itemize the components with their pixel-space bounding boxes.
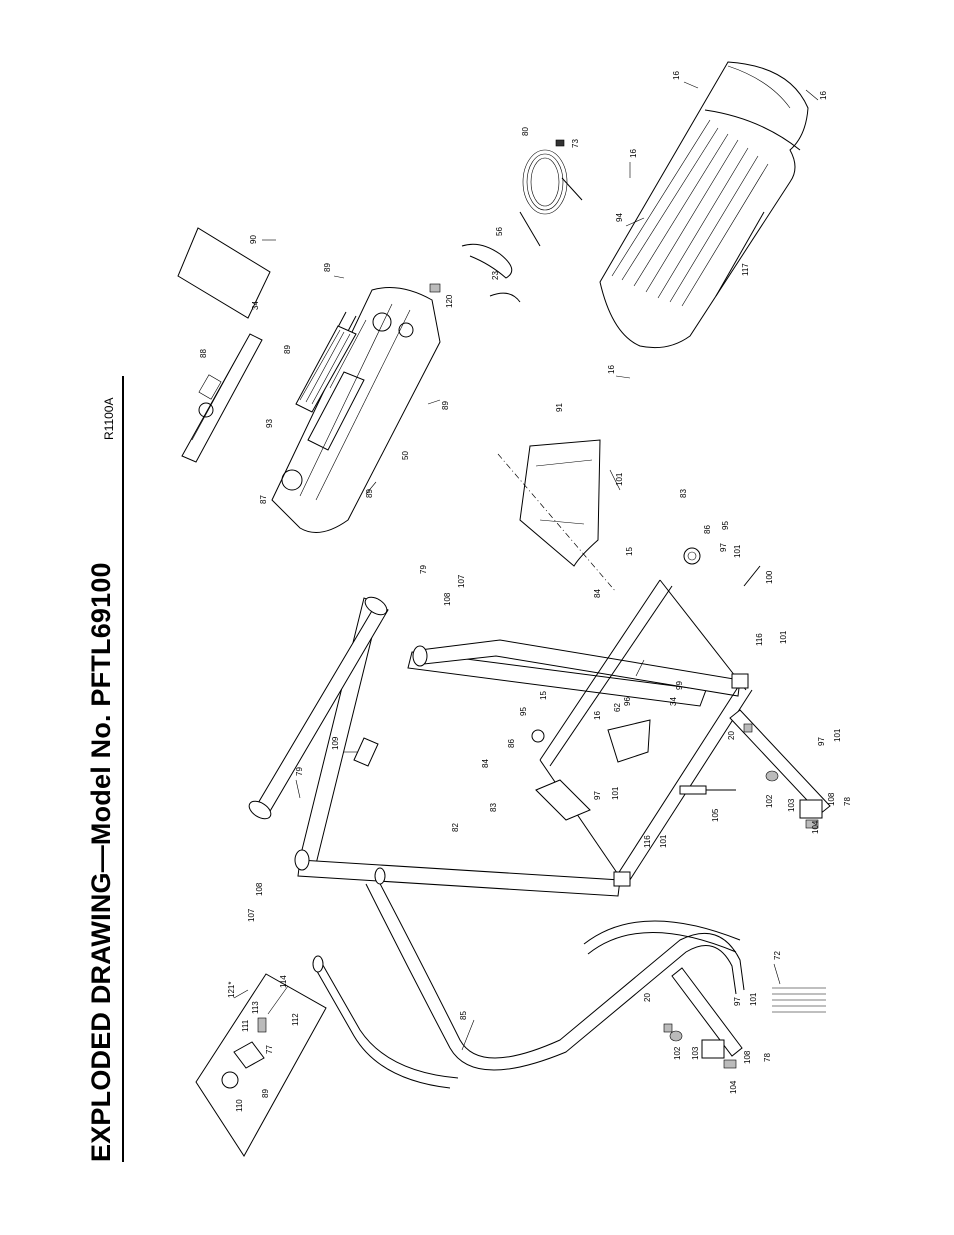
- callout-79: 79: [419, 565, 428, 574]
- callout-99: 99: [675, 681, 684, 690]
- callout-111: 111: [241, 1019, 250, 1032]
- callout-96: 96: [623, 697, 632, 706]
- callout-89: 89: [283, 345, 292, 354]
- callout-121-star: 121*: [227, 982, 236, 998]
- callout-16: 16: [629, 149, 638, 158]
- callout-95: 95: [519, 707, 528, 716]
- callout-108: 108: [743, 1050, 752, 1064]
- title-rule: [122, 376, 124, 1162]
- callout-95: 95: [721, 521, 730, 530]
- callout-16: 16: [819, 91, 828, 100]
- callout-89: 89: [441, 401, 450, 410]
- callout-109: 109: [331, 736, 340, 750]
- callout-86: 86: [703, 525, 712, 534]
- console-assembly-part: [177, 227, 441, 533]
- callout-120: 120: [445, 294, 454, 308]
- callout-97: 97: [733, 997, 742, 1006]
- leader-lines: [233, 81, 819, 1051]
- callout-88: 88: [199, 349, 208, 358]
- callout-101: 101: [733, 544, 742, 558]
- callout-80: 80: [521, 127, 530, 136]
- callout-15: 15: [625, 547, 634, 556]
- callout-117: 117: [741, 263, 750, 276]
- callout-101: 101: [749, 992, 758, 1006]
- callout-16: 16: [607, 365, 616, 374]
- callout-97: 97: [817, 737, 826, 746]
- callout-89: 89: [261, 1089, 270, 1098]
- callout-102: 102: [765, 794, 774, 808]
- callout-113: 113: [251, 1001, 260, 1014]
- callout-89: 89: [323, 263, 332, 272]
- callout-116: 116: [643, 835, 652, 848]
- motor-hood-part: [599, 61, 809, 349]
- callout-23: 23: [491, 271, 500, 280]
- key-kit-box: [195, 973, 327, 1157]
- callout-94: 94: [615, 213, 624, 222]
- callout-83: 83: [679, 489, 688, 498]
- callout-108: 108: [443, 592, 452, 606]
- callout-78: 78: [843, 797, 852, 806]
- callout-107: 107: [457, 574, 466, 588]
- callout-87: 87: [259, 495, 268, 504]
- callout-62: 62: [613, 703, 622, 712]
- side-plate-part: [497, 439, 617, 593]
- cables-part: [429, 139, 583, 303]
- callout-107: 107: [247, 908, 256, 922]
- callout-56: 56: [495, 227, 504, 236]
- callout-102: 102: [673, 1046, 682, 1060]
- callout-101: 101: [615, 472, 624, 486]
- callout-20: 20: [643, 993, 652, 1002]
- callout-34: 34: [669, 697, 678, 706]
- callout-16: 16: [593, 711, 602, 720]
- callout-101: 101: [779, 630, 788, 644]
- callout-86: 86: [507, 739, 516, 748]
- callout-15: 15: [539, 691, 548, 700]
- callout-110: 110: [235, 1099, 244, 1112]
- callout-labels: 16 16 16 16 80 73 94 117 90 56 23 120 89…: [199, 71, 852, 1112]
- callout-89: 89: [365, 489, 374, 498]
- callout-85: 85: [459, 1011, 468, 1020]
- callout-79: 79: [295, 767, 304, 776]
- handrail-part: [312, 867, 745, 1089]
- callout-101: 101: [611, 786, 620, 800]
- callout-103: 103: [787, 798, 796, 812]
- callout-108: 108: [827, 792, 836, 806]
- callout-101: 101: [833, 728, 842, 742]
- callout-93: 93: [265, 419, 274, 428]
- callout-97: 97: [593, 791, 602, 800]
- callout-84: 84: [593, 589, 602, 598]
- callout-103: 103: [691, 1046, 700, 1060]
- callout-105: 105: [711, 808, 720, 822]
- callout-100: 100: [765, 570, 774, 584]
- callout-104: 104: [729, 1080, 738, 1094]
- callout-112: 112: [291, 1013, 300, 1026]
- callout-82: 82: [451, 823, 460, 832]
- callout-84: 84: [481, 759, 490, 768]
- callout-20: 20: [727, 731, 736, 740]
- handrail-rods-part: [772, 987, 826, 1013]
- callout-97: 97: [719, 543, 728, 552]
- callout-90: 90: [249, 235, 258, 244]
- callout-116: 116: [755, 633, 764, 646]
- callout-101: 101: [659, 834, 668, 848]
- callout-104: 104: [811, 820, 820, 834]
- callout-108: 108: [255, 882, 264, 896]
- callout-83: 83: [489, 803, 498, 812]
- callout-50: 50: [401, 451, 410, 460]
- callout-16: 16: [672, 71, 681, 80]
- callout-73: 73: [571, 139, 580, 148]
- callout-72: 72: [773, 951, 782, 960]
- callout-77: 77: [265, 1045, 274, 1054]
- callout-34: 34: [251, 301, 260, 310]
- callout-114: 114: [279, 975, 288, 988]
- callout-78: 78: [763, 1053, 772, 1062]
- main-frame-part: [248, 547, 831, 1069]
- callout-91: 91: [555, 403, 564, 412]
